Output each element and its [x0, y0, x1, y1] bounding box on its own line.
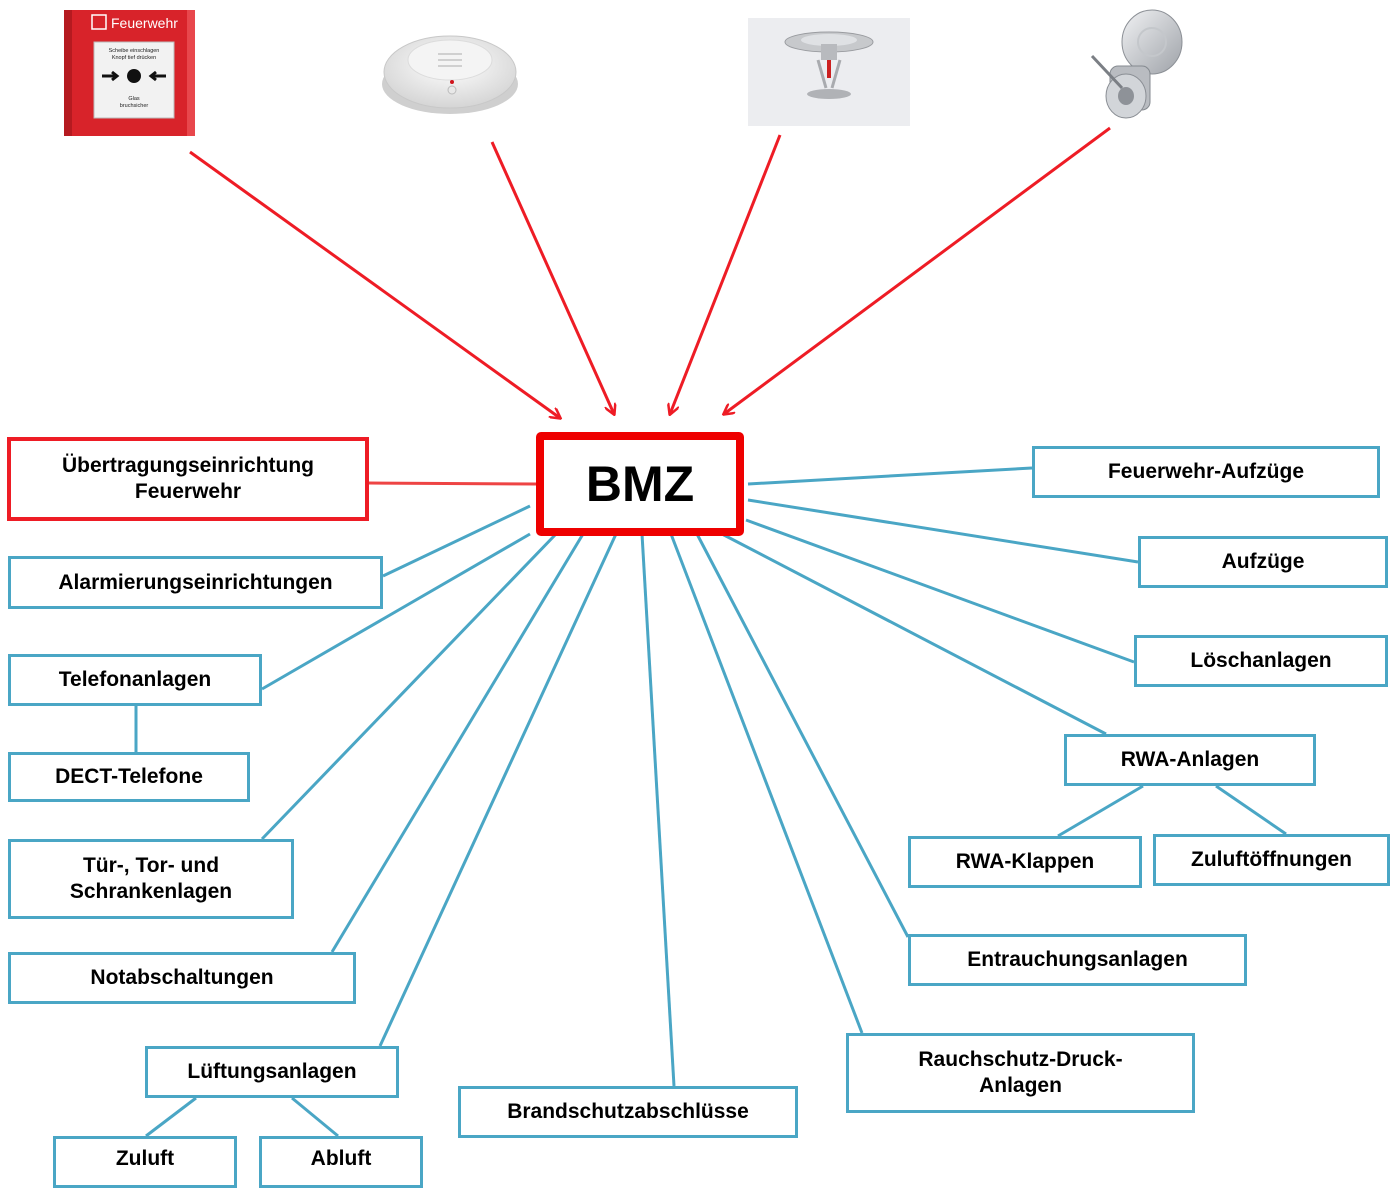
- link-rauchschutz: [669, 533, 864, 1034]
- box-notabschaltungen[interactable]: Notabschaltungen: [8, 952, 356, 1004]
- svg-text:Knopf tief drücken: Knopf tief drücken: [112, 55, 156, 61]
- box-rwa-anlagen[interactable]: RWA-Anlagen: [1064, 734, 1316, 786]
- link-zuluftoeffnungen: [1215, 784, 1287, 836]
- call-point-brand: Feuerwehr: [111, 15, 178, 31]
- link-loesch: [745, 518, 1135, 664]
- link-aufzuege: [747, 498, 1139, 564]
- box-zuluftoeffnungen[interactable]: Zuluftöffnungen: [1153, 834, 1390, 886]
- box-uebertragungseinrichtung[interactable]: Übertragungseinrichtung Feuerwehr: [7, 437, 369, 521]
- arrow-key-tube: [724, 126, 1111, 414]
- link-uebertragung: [367, 481, 537, 486]
- link-tuer: [260, 532, 558, 841]
- link-rwa-klappen: [1057, 784, 1144, 838]
- box-zuluft[interactable]: Zuluft: [53, 1136, 237, 1188]
- svg-text:bruchsicher: bruchsicher: [120, 103, 149, 109]
- box-telefonanlagen[interactable]: Telefonanlagen: [8, 654, 262, 706]
- box-alarmierungseinrichtungen[interactable]: Alarmierungseinrichtungen: [8, 556, 383, 609]
- link-lueftung: [378, 533, 618, 1047]
- box-loeschanlagen[interactable]: Löschanlagen: [1134, 635, 1388, 687]
- svg-text:Glas: Glas: [128, 96, 140, 102]
- box-abluft[interactable]: Abluft: [259, 1136, 423, 1188]
- manual-call-point-image: Feuerwehr Scheibe einschlagen Knopf tief…: [64, 10, 195, 136]
- arrow-call-point: [189, 150, 560, 418]
- arrow-smoke-detector: [490, 141, 614, 414]
- box-entrauchungsanlagen[interactable]: Entrauchungsanlagen: [908, 934, 1247, 986]
- box-feuerwehr-aufzuege[interactable]: Feuerwehr-Aufzüge: [1032, 446, 1380, 498]
- bmz-label: BMZ: [585, 456, 695, 512]
- box-dect-telefone[interactable]: DECT-Telefone: [8, 752, 250, 802]
- link-rwa: [721, 532, 1107, 736]
- sprinkler-head-image: [748, 18, 910, 126]
- box-brandschutzabschluesse[interactable]: Brandschutzabschlüsse: [458, 1086, 798, 1138]
- box-lueftungsanlagen[interactable]: Lüftungsanlagen: [145, 1046, 399, 1098]
- link-zuluft: [145, 1096, 197, 1138]
- link-abluft: [291, 1096, 339, 1138]
- box-tuer-tor-schrankenlagen[interactable]: Tür-, Tor- und Schrankenlagen: [8, 839, 294, 919]
- fire-brigade-key-tube-image: [1090, 6, 1186, 128]
- link-telefon: [261, 532, 531, 691]
- box-rwa-klappen[interactable]: RWA-Klappen: [908, 836, 1142, 888]
- link-notabschaltung: [330, 533, 585, 953]
- arrow-sprinkler: [670, 134, 782, 414]
- box-aufzuege[interactable]: Aufzüge: [1138, 536, 1388, 588]
- smoke-detector-image: [380, 20, 520, 120]
- link-entrauchung: [695, 533, 910, 938]
- bmz-central-unit[interactable]: BMZ: [536, 432, 744, 536]
- link-brandschutz: [640, 533, 676, 1087]
- link-fw-aufzuege: [747, 466, 1033, 486]
- link-alarmierung: [382, 504, 531, 578]
- box-rauchschutz-druck-anlagen[interactable]: Rauchschutz-Druck-Anlagen: [846, 1033, 1195, 1113]
- svg-text:Scheibe einschlagen: Scheibe einschlagen: [109, 48, 160, 54]
